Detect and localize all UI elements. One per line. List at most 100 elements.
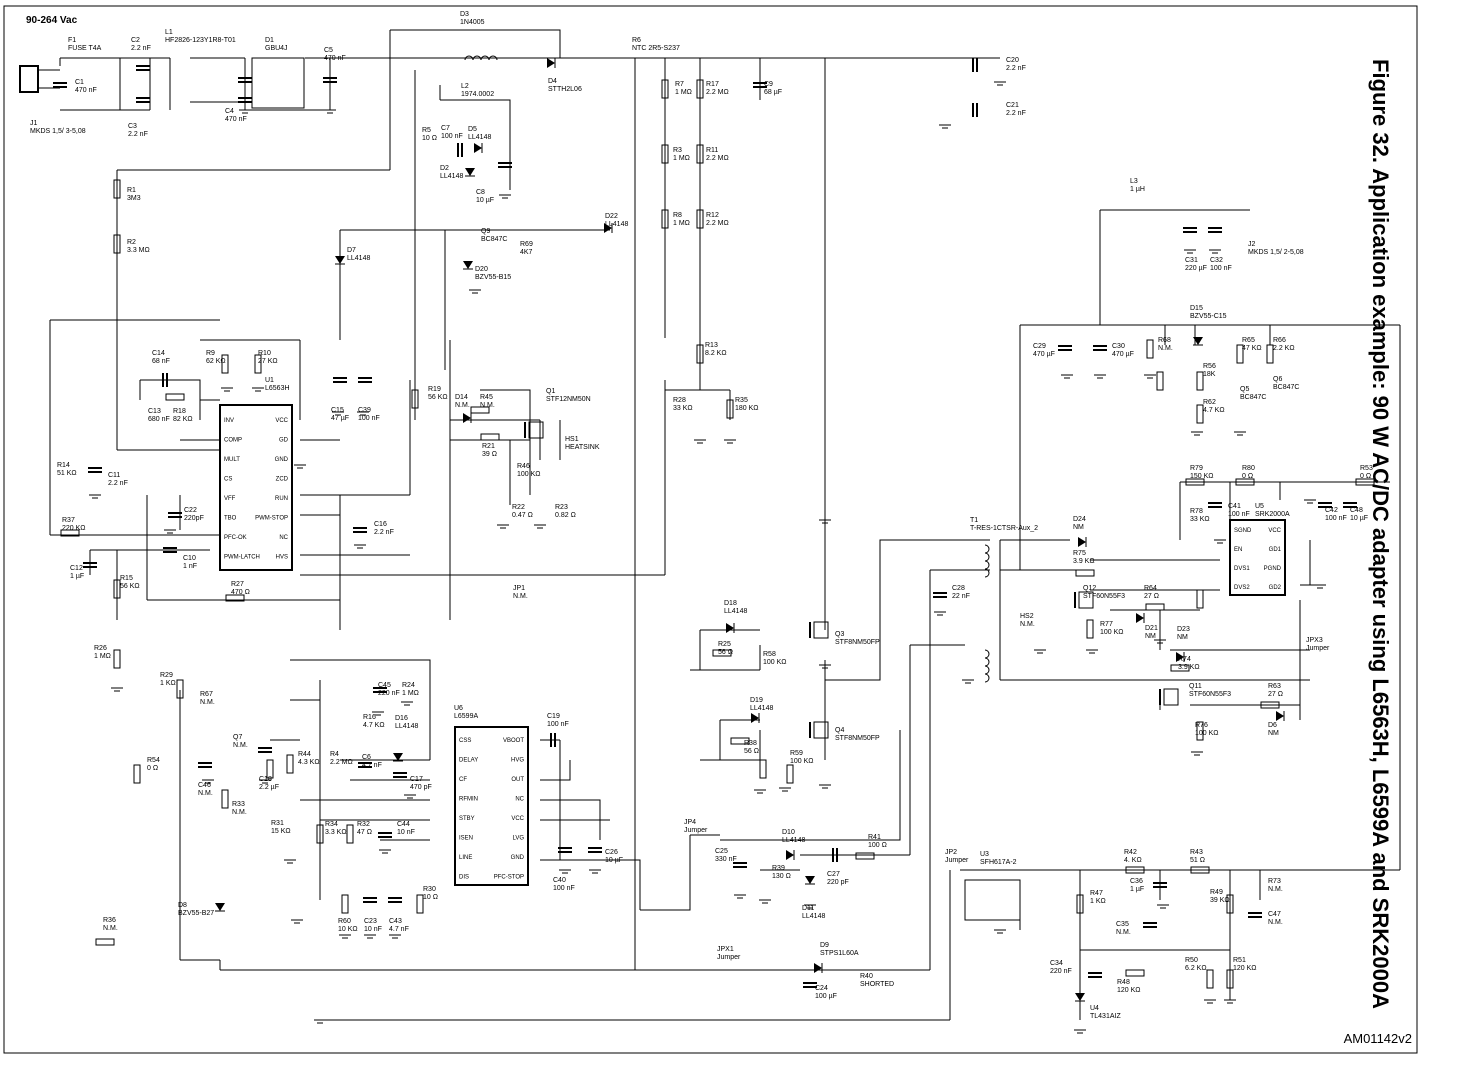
diode-symbol — [463, 413, 471, 423]
diode-symbol — [463, 261, 473, 269]
diode-symbol — [465, 168, 475, 176]
resistor-symbol — [1196, 371, 1204, 391]
diode-symbol — [786, 850, 794, 860]
resistor-symbol — [221, 789, 229, 809]
u6-pin-nc: NC — [515, 797, 524, 803]
u1-pin-zcd: ZCD — [276, 477, 289, 483]
resistor-symbol — [1226, 894, 1234, 914]
u5-pin-en: EN — [1234, 547, 1242, 553]
resistor-symbol — [1086, 619, 1094, 639]
resistor-symbol — [1170, 664, 1190, 672]
resistor-symbol — [416, 894, 424, 914]
u1-pin-tbo: TBO — [224, 516, 237, 522]
u6-pin-cf: CF — [459, 777, 467, 783]
resistor-symbol — [759, 759, 767, 779]
resistor-symbol — [341, 894, 349, 914]
resistor-symbol — [696, 344, 704, 364]
resistor-symbol — [1185, 478, 1205, 486]
inductor-coil-symbol — [984, 568, 990, 578]
u1-pin-pfc-ok: PFC-OK — [224, 535, 247, 541]
inductor-coil-symbol — [984, 552, 990, 562]
resistor-symbol — [1076, 894, 1084, 914]
input-voltage-label: 90-264 Vac — [26, 15, 78, 26]
diode-symbol — [1193, 337, 1203, 345]
u6-pin-isen: ISEN — [459, 836, 473, 842]
u1-pin-gd: GD — [279, 438, 289, 444]
diode-symbol — [805, 876, 815, 884]
resistor-symbol — [730, 737, 750, 745]
u1-pin-pwm-stop: PWM-STOP — [255, 516, 288, 522]
resistor-symbol — [1125, 866, 1145, 874]
resistor-symbol — [286, 754, 294, 774]
u1-pin-vcc: VCC — [275, 418, 288, 424]
resistor-symbol — [221, 354, 229, 374]
u1-pin-comp: COMP — [224, 438, 242, 444]
diode-symbol — [474, 143, 482, 153]
mosfet-symbol — [813, 721, 829, 739]
diode-symbol — [604, 223, 612, 233]
mosfet-symbol — [528, 421, 544, 439]
u1-pin-inv: INV — [224, 418, 234, 424]
resistor-symbol — [176, 679, 184, 699]
resistor-symbol — [1146, 339, 1154, 359]
inductor-coil-symbol — [984, 649, 990, 659]
inductor-coil-symbol — [984, 673, 990, 683]
u5-pin-dvs1: DVS1 — [1234, 566, 1250, 572]
inductor-coil-symbol — [984, 544, 990, 554]
resistor-symbol — [254, 354, 262, 374]
resistor-symbol — [113, 579, 121, 599]
